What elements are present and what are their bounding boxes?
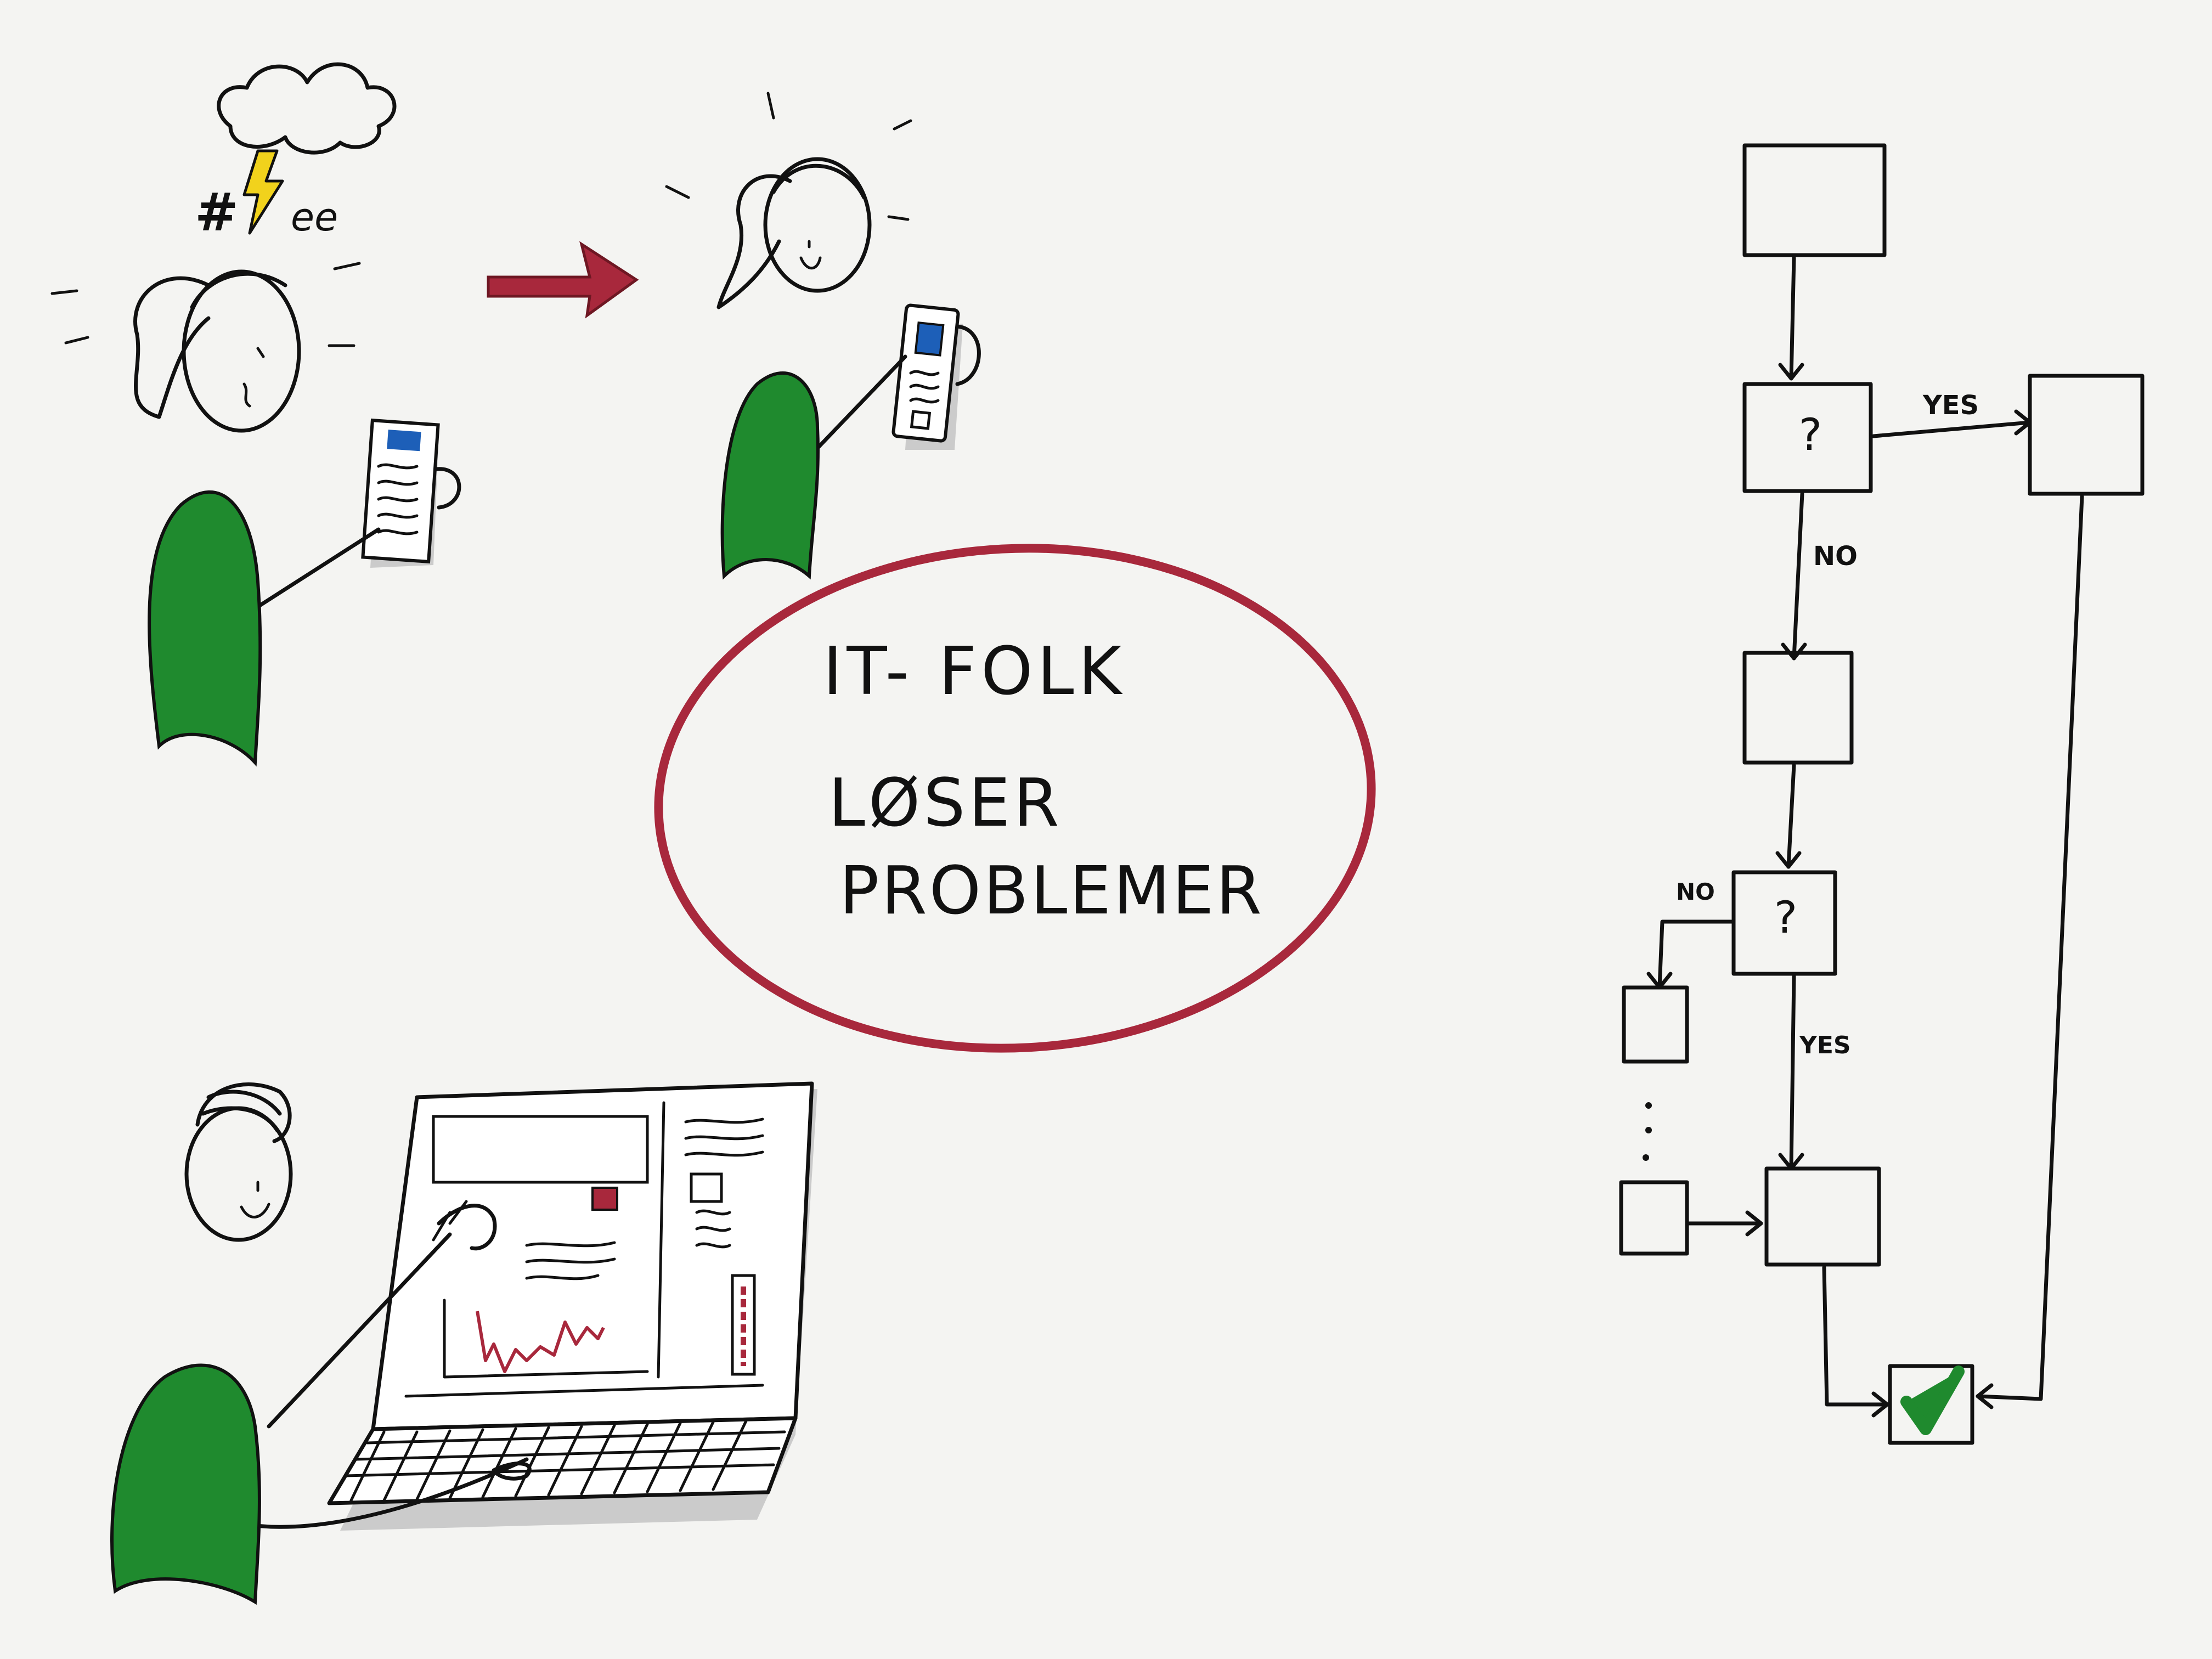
checkmark-icon bbox=[1900, 1365, 1965, 1435]
flow-arrowhead bbox=[1745, 1210, 1763, 1237]
flowchart: ? YES NO ? NO YES bbox=[1619, 143, 2145, 1445]
stress-marks bbox=[50, 262, 361, 347]
smile bbox=[799, 240, 822, 270]
red-circle bbox=[654, 544, 1376, 1053]
screen-bottom-line bbox=[404, 1384, 764, 1398]
head bbox=[763, 157, 872, 293]
green-body bbox=[110, 1363, 261, 1605]
screen-divider bbox=[657, 1101, 665, 1379]
flow-edge bbox=[1786, 763, 1796, 869]
keyboard-keys bbox=[344, 1419, 786, 1502]
flow-edge bbox=[1822, 1265, 1889, 1407]
screen-chart-line bbox=[476, 1311, 605, 1373]
ponytail bbox=[716, 174, 792, 309]
phone-screen-blue bbox=[914, 321, 945, 357]
green-body bbox=[148, 490, 262, 767]
hair-part bbox=[190, 272, 287, 309]
screen-banner bbox=[432, 1115, 649, 1184]
no-label-2: NO bbox=[1676, 878, 1715, 905]
flow-edge bbox=[1789, 256, 1796, 381]
face-mark bbox=[242, 347, 265, 408]
yes-label-2: YES bbox=[1799, 1031, 1851, 1059]
lightning-icon bbox=[242, 149, 284, 235]
flow-arrowhead bbox=[1871, 1391, 1889, 1418]
document-text-lines bbox=[377, 463, 419, 535]
flow-box-start bbox=[1742, 143, 1887, 257]
laptop-screen bbox=[371, 1081, 814, 1431]
transition-arrow bbox=[487, 241, 639, 319]
phone-button bbox=[910, 410, 932, 430]
flow-box-merge bbox=[1764, 1166, 1881, 1267]
finger-pointer bbox=[437, 1204, 497, 1251]
flow-edge bbox=[1871, 420, 2032, 438]
swirl-symbol: ee bbox=[291, 195, 338, 240]
tap-marks bbox=[432, 1200, 468, 1242]
flow-arrowhead bbox=[1778, 363, 1804, 381]
flow-arrowhead bbox=[1781, 642, 1807, 661]
no-label-1: NO bbox=[1813, 541, 1858, 572]
shine-marks bbox=[665, 92, 912, 221]
happy-person bbox=[665, 92, 981, 580]
screen-red-button bbox=[591, 1187, 618, 1211]
frustrated-person: # ee bbox=[50, 62, 461, 767]
thumb bbox=[955, 324, 981, 386]
flow-arrowhead bbox=[1976, 1383, 1994, 1409]
message-line-1: IT- FOLK bbox=[823, 634, 1126, 710]
document-header-blue bbox=[387, 430, 421, 452]
head bbox=[184, 1106, 293, 1242]
continuation-dots bbox=[1643, 1102, 1652, 1161]
hair bbox=[195, 1082, 292, 1143]
smile bbox=[240, 1181, 270, 1218]
message-line-3: PROBLEMER bbox=[839, 853, 1264, 929]
message-line-2: LØSER bbox=[828, 765, 1063, 842]
paper-document bbox=[361, 418, 440, 564]
screen-slider bbox=[731, 1274, 756, 1376]
arm-upper bbox=[267, 1232, 452, 1429]
thumb bbox=[434, 467, 461, 510]
flow-edge bbox=[1657, 919, 1736, 990]
screen-chart-frame bbox=[443, 1299, 649, 1379]
screen-text-lines bbox=[525, 1118, 764, 1280]
decision-1-mark: ? bbox=[1799, 409, 1822, 460]
decision-2-mark: ? bbox=[1774, 892, 1797, 943]
flow-decision-1 bbox=[1742, 382, 1873, 493]
flow-box-no-path-end bbox=[1619, 1180, 1689, 1256]
green-body bbox=[720, 371, 820, 580]
yes-label-1: YES bbox=[1922, 390, 1979, 421]
center-message: IT- FOLK LØSER PROBLEMER bbox=[654, 544, 1376, 1053]
flow-arrowhead bbox=[1775, 851, 1802, 869]
phone-text-lines bbox=[909, 370, 940, 404]
flow-box-2 bbox=[1742, 651, 1854, 765]
hair-part bbox=[771, 163, 866, 200]
flow-box-no-path bbox=[1622, 985, 1689, 1064]
flow-box-yes-path bbox=[2028, 374, 2145, 496]
head bbox=[182, 269, 301, 433]
ponytail bbox=[133, 276, 211, 419]
storm-cloud-icon bbox=[217, 62, 397, 155]
red-arrow-icon bbox=[487, 241, 639, 319]
screen-checkbox bbox=[690, 1172, 723, 1203]
flow-edge bbox=[1789, 974, 1796, 1171]
flow-edge bbox=[1976, 494, 2084, 1401]
laptop-user bbox=[110, 1081, 817, 1605]
flow-edge bbox=[1792, 492, 1804, 661]
hash-symbol: # bbox=[195, 183, 239, 243]
flow-box-done bbox=[1888, 1364, 1974, 1445]
